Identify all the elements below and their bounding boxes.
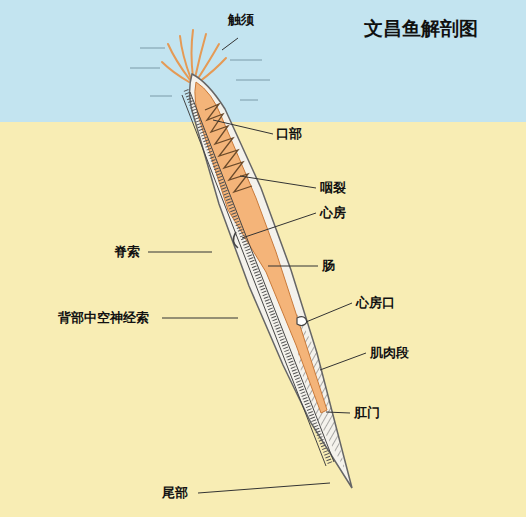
part-label: 咽裂 <box>320 180 346 196</box>
part-label: 肛门 <box>354 405 380 421</box>
diagram-title: 文昌鱼解剖图 <box>364 16 478 42</box>
part-label: 肠 <box>322 258 335 274</box>
part-label: 触须 <box>228 12 254 28</box>
part-label: 口部 <box>276 126 302 142</box>
part-label: 心房口 <box>356 295 395 311</box>
part-label: 脊索 <box>114 244 140 260</box>
part-label: 肌肉段 <box>370 345 409 361</box>
part-label: 心房 <box>320 205 346 221</box>
part-label: 尾部 <box>162 485 188 501</box>
part-label: 背部中空神经索 <box>58 310 149 326</box>
